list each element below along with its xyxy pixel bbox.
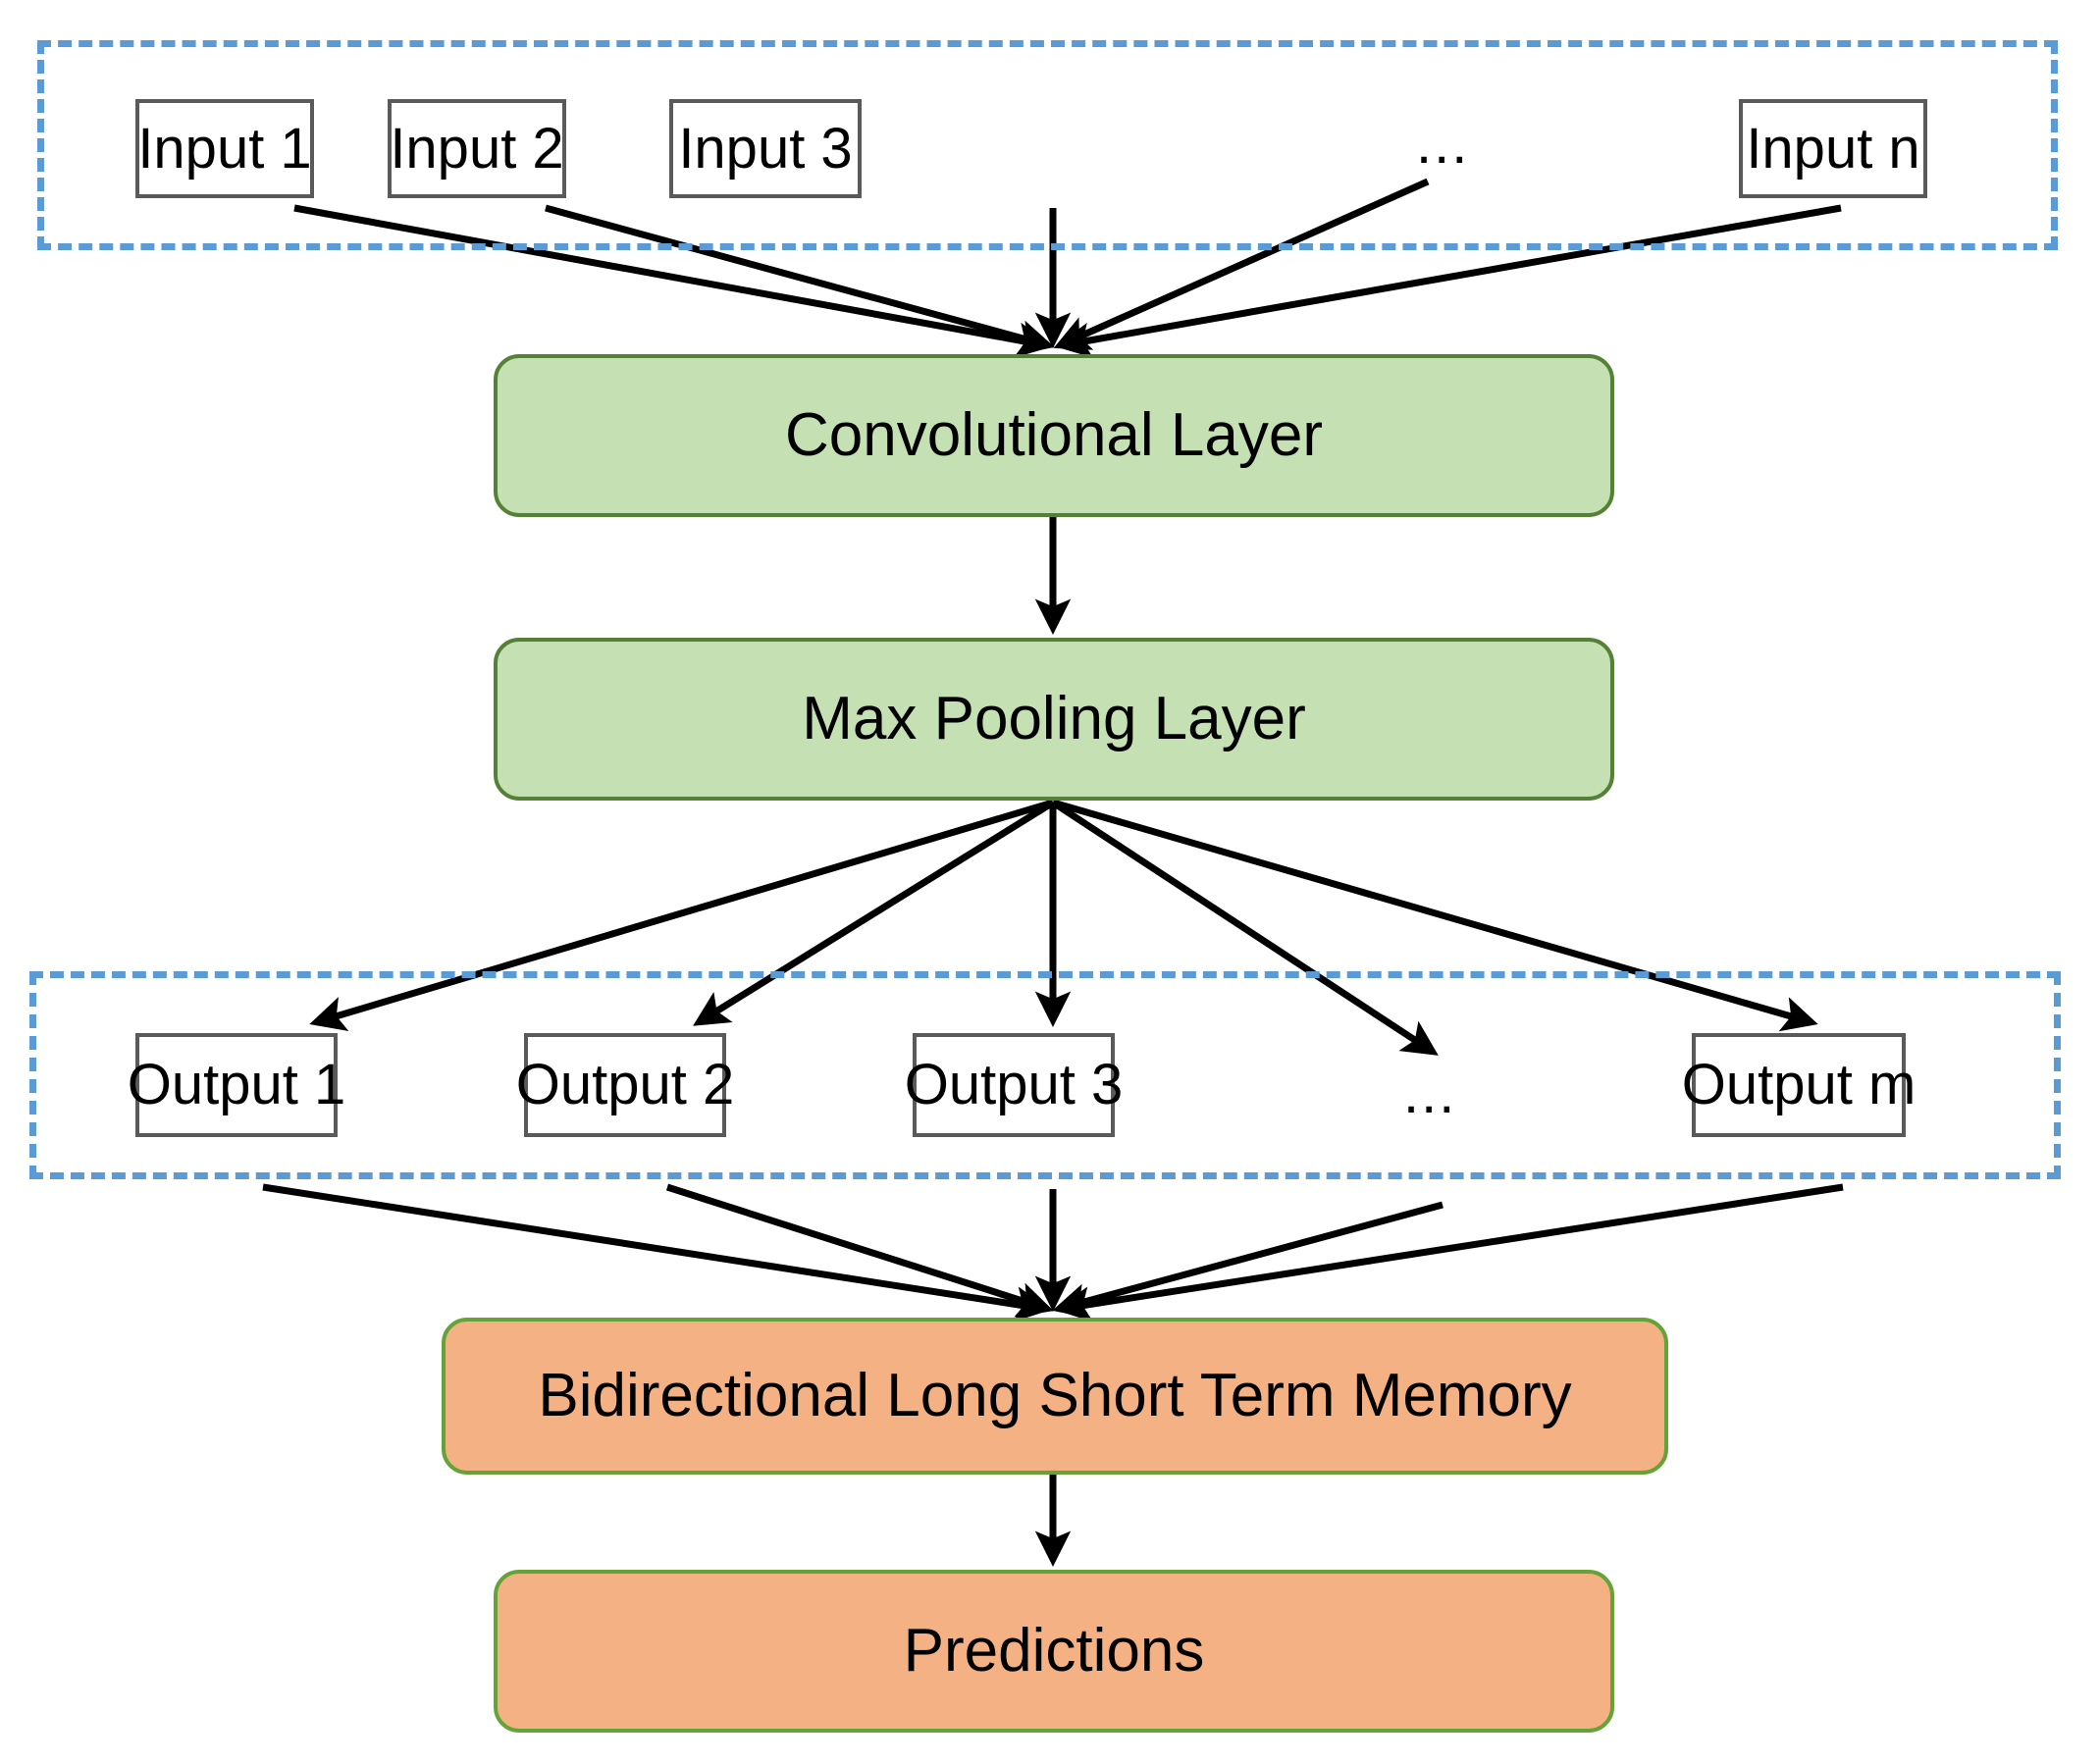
output-box-m[interactable]: Output m [1682,1033,1916,1137]
output-box-3[interactable]: Output 3 [905,1033,1123,1137]
output-group-container [29,971,2061,1179]
convolutional-layer-node[interactable]: Convolutional Layer [494,354,1614,517]
edge-outputellipsis-to-bilstm [1052,1201,1444,1319]
output-box-2[interactable]: Output 2 [516,1033,734,1137]
input-group-container [37,40,2058,250]
edge-outputm-to-bilstm [1055,1183,1844,1322]
input-box-3[interactable]: Input 3 [669,99,862,198]
input-box-n[interactable]: Input n [1739,99,1927,198]
input-ellipsis: ... [1416,112,1470,176]
input-box-1[interactable]: Input 1 [135,99,314,198]
max-pooling-layer-node[interactable]: Max Pooling Layer [494,638,1614,801]
output-box-1[interactable]: Output 1 [128,1033,345,1137]
bilstm-layer-node[interactable]: Bidirectional Long Short Term Memory [442,1318,1668,1475]
output-ellipsis: ... [1403,1062,1457,1125]
predictions-node[interactable]: Predictions [494,1570,1614,1733]
edge-output1-to-bilstm [262,1183,1051,1322]
input-box-2[interactable]: Input 2 [388,99,566,198]
edge-output2-to-bilstm [665,1183,1054,1318]
